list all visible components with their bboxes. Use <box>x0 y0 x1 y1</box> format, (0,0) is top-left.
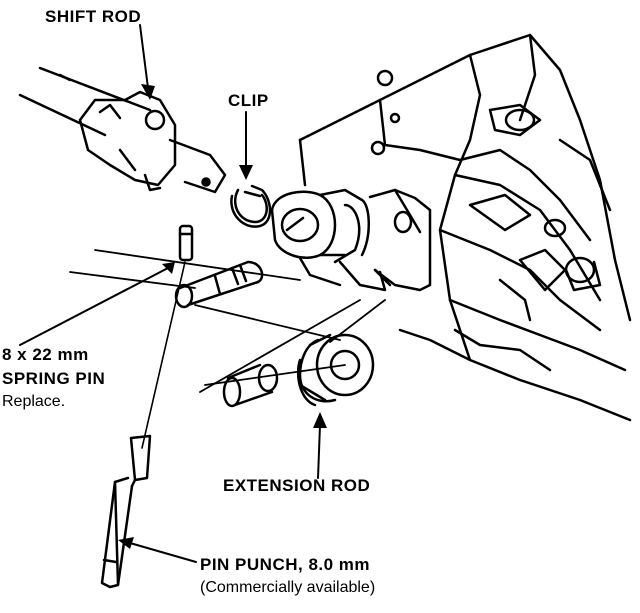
label-clip: CLIP <box>228 91 269 110</box>
label-extension-rod: EXTENSION ROD <box>223 476 371 495</box>
label-spring-pin-note: Replace. <box>2 393 66 410</box>
spring-pin-installed <box>174 260 264 309</box>
arrowheads <box>118 84 327 549</box>
label-spring-pin: SPRING PIN <box>2 369 106 388</box>
transmission-housing <box>298 33 632 422</box>
leader-lines <box>19 24 321 563</box>
label-pin-punch-note: (Commercially available) <box>200 579 376 596</box>
clip <box>230 184 272 228</box>
extension-rod <box>222 333 375 408</box>
guide-lines <box>69 249 386 393</box>
label-shift-rod: SHIFT ROD <box>45 7 142 26</box>
spring-pin-loose <box>178 224 194 262</box>
shift-rod <box>18 66 227 194</box>
label-pin-punch: PIN PUNCH, 8.0 mm <box>200 555 371 574</box>
extension-rod-joint <box>270 188 432 292</box>
label-spring-pin-size: 8 x 22 mm <box>2 345 89 364</box>
pin-punch <box>100 261 186 589</box>
